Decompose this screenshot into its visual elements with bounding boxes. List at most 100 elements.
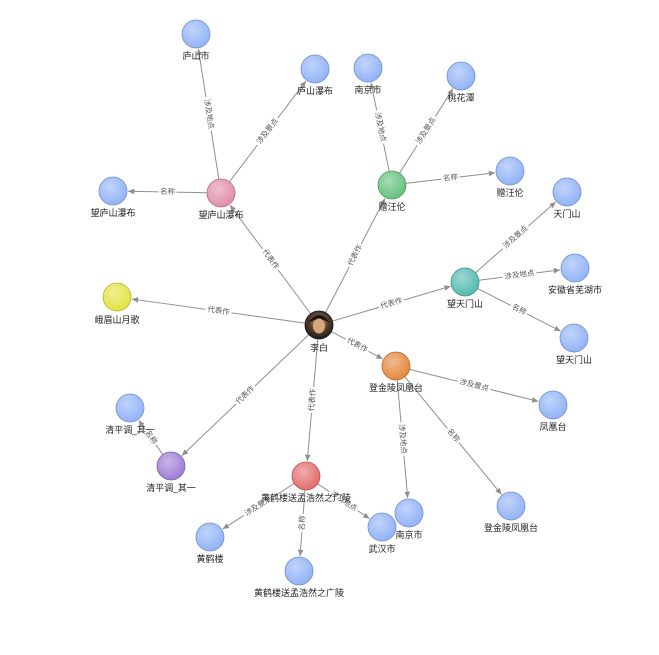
node-circle[interactable]	[292, 462, 320, 490]
node-circle[interactable]	[447, 62, 475, 90]
node-fenghuangtai[interactable]: 凤凰台	[539, 391, 567, 433]
node-label: 登金陵凤凰台	[484, 522, 538, 534]
node-label: 清平调_其一	[105, 424, 155, 436]
node-label: 望天门山	[556, 354, 592, 366]
edge-zengwanglun-zwl2: 名称	[406, 171, 495, 184]
node-wtms2[interactable]: 望天门山	[556, 324, 592, 366]
node-circle[interactable]	[553, 178, 581, 206]
node-label: 庐山瀑布	[297, 85, 333, 97]
edge-label: 名称	[296, 515, 307, 531]
node-taohuatan[interactable]: 桃花潭	[447, 62, 475, 104]
edges-layer: 代表作代表作代表作代表作代表作代表作代表作涉及地点涉及景点名称涉及地点涉及景点名…	[128, 49, 561, 556]
node-wuhu[interactable]: 安徽省芜湖市	[548, 254, 602, 296]
edge-jinling-jlfht2: 名称	[405, 377, 502, 495]
node-circle[interactable]	[99, 177, 127, 205]
edge-label: 名称	[442, 171, 459, 183]
node-circle[interactable]	[103, 283, 131, 311]
node-nanjing1[interactable]: 南京市	[354, 54, 382, 96]
node-lushanshi[interactable]: 庐山市	[182, 20, 210, 62]
node-qingping[interactable]: 清平调_其一	[146, 452, 196, 494]
portrait-face	[313, 319, 325, 334]
node-wuhan[interactable]: 武汉市	[368, 513, 396, 555]
node-circle[interactable]	[116, 394, 144, 422]
edge-label: 代表作	[306, 388, 318, 412]
edge-label: 代表作	[345, 335, 370, 355]
edge-label: 名称	[160, 186, 176, 196]
node-label: 庐山市	[182, 50, 209, 62]
node-circle[interactable]	[285, 557, 313, 585]
node-circle[interactable]	[496, 157, 524, 185]
node-huanghelou[interactable]: 黄鹤楼送孟浩然之广陵	[261, 462, 351, 504]
edge-wanglushan-wlspubu2: 名称	[128, 186, 207, 197]
edge-label: 涉及地点	[504, 267, 536, 281]
node-huanghelou_place[interactable]: 黄鹤楼	[196, 523, 224, 565]
node-circle[interactable]	[497, 492, 525, 520]
node-jlfht2[interactable]: 登金陵凤凰台	[484, 492, 538, 534]
edge-libai-wanglushan: 代表作	[230, 205, 311, 314]
node-circle[interactable]	[561, 254, 589, 282]
node-zwl2[interactable]: 赠汪伦	[496, 157, 524, 199]
edge-label: 涉及景点	[500, 223, 529, 251]
node-qpd2[interactable]: 清平调_其一	[105, 394, 155, 436]
edge-huanghelou-huanghelou_place: 涉及景点	[223, 484, 295, 529]
node-label: 黄鹤楼	[196, 553, 223, 565]
edge-wangtianmen-tianmenshan: 涉及景点	[475, 202, 555, 273]
node-tianmenshan[interactable]: 天门山	[553, 178, 581, 220]
node-label: 清平调_其一	[146, 482, 196, 494]
node-circle[interactable]	[378, 171, 406, 199]
edge-libai-wangtianmen: 代表作	[332, 286, 450, 321]
node-zengwanglun[interactable]: 赠汪伦	[378, 171, 406, 213]
node-nanjing2[interactable]: 南京市	[395, 499, 423, 541]
node-label: 天门山	[553, 208, 580, 220]
edge-libai-jinling: 代表作	[331, 332, 382, 359]
edge-jinling-fenghuangtai: 涉及景点	[410, 369, 539, 401]
node-circle[interactable]	[539, 391, 567, 419]
node-label: 南京市	[354, 84, 381, 96]
node-label: 峨眉山月歌	[94, 314, 139, 326]
node-circle[interactable]	[196, 523, 224, 551]
edge-libai-huanghelou: 代表作	[306, 339, 319, 461]
node-hhlsm2[interactable]: 黄鹤楼送孟浩然之广陵	[254, 557, 344, 599]
node-label: 望庐山瀑布	[90, 207, 135, 219]
edge-libai-emei: 代表作	[132, 299, 305, 323]
edge-label: 代表作	[345, 242, 365, 267]
node-circle[interactable]	[560, 324, 588, 352]
node-wanglushan[interactable]: 望庐山瀑布	[198, 179, 243, 221]
node-circle[interactable]	[451, 268, 479, 296]
node-circle[interactable]	[157, 452, 185, 480]
node-label: 赠汪伦	[378, 201, 405, 213]
node-label: 武汉市	[368, 543, 395, 555]
node-label: 李白	[310, 342, 328, 354]
node-label: 黄鹤楼送孟浩然之广陵	[254, 587, 344, 599]
node-label: 桃花潭	[447, 92, 474, 104]
node-circle[interactable]	[395, 499, 423, 527]
edge-zengwanglun-taohuatan: 涉及景点	[399, 89, 452, 173]
node-label: 望天门山	[447, 298, 483, 310]
node-libai[interactable]: 李白	[305, 311, 333, 354]
edge-wanglushan-lushanshi: 涉及地点	[198, 49, 218, 179]
node-label: 凤凰台	[539, 421, 566, 433]
node-circle[interactable]	[182, 20, 210, 48]
edge-libai-zengwanglun: 代表作	[325, 198, 385, 312]
node-label: 登金陵凤凰台	[369, 382, 423, 394]
node-lushanpubu[interactable]: 庐山瀑布	[297, 55, 333, 97]
node-label: 安徽省芜湖市	[548, 284, 602, 296]
edge-label: 涉及景点	[254, 115, 280, 145]
edge-jinling-nanjing2: 涉及地点	[396, 380, 410, 498]
node-circle[interactable]	[382, 352, 410, 380]
edge-wangtianmen-wuhu: 涉及地点	[479, 267, 560, 282]
node-jinling[interactable]: 登金陵凤凰台	[369, 352, 423, 394]
node-label: 南京市	[395, 529, 422, 541]
node-circle[interactable]	[301, 55, 329, 83]
node-circle[interactable]	[207, 179, 235, 207]
node-circle[interactable]	[354, 54, 382, 82]
node-label: 赠汪伦	[496, 187, 523, 199]
node-label: 望庐山瀑布	[198, 209, 243, 221]
node-label: 黄鹤楼送孟浩然之广陵	[261, 492, 351, 504]
node-circle[interactable]	[368, 513, 396, 541]
node-wlspubu2[interactable]: 望庐山瀑布	[90, 177, 135, 219]
node-emei[interactable]: 峨眉山月歌	[94, 283, 139, 326]
edge-wanglushan-lushanpubu: 涉及景点	[229, 81, 305, 182]
edge-libai-qingping: 代表作	[182, 335, 309, 456]
